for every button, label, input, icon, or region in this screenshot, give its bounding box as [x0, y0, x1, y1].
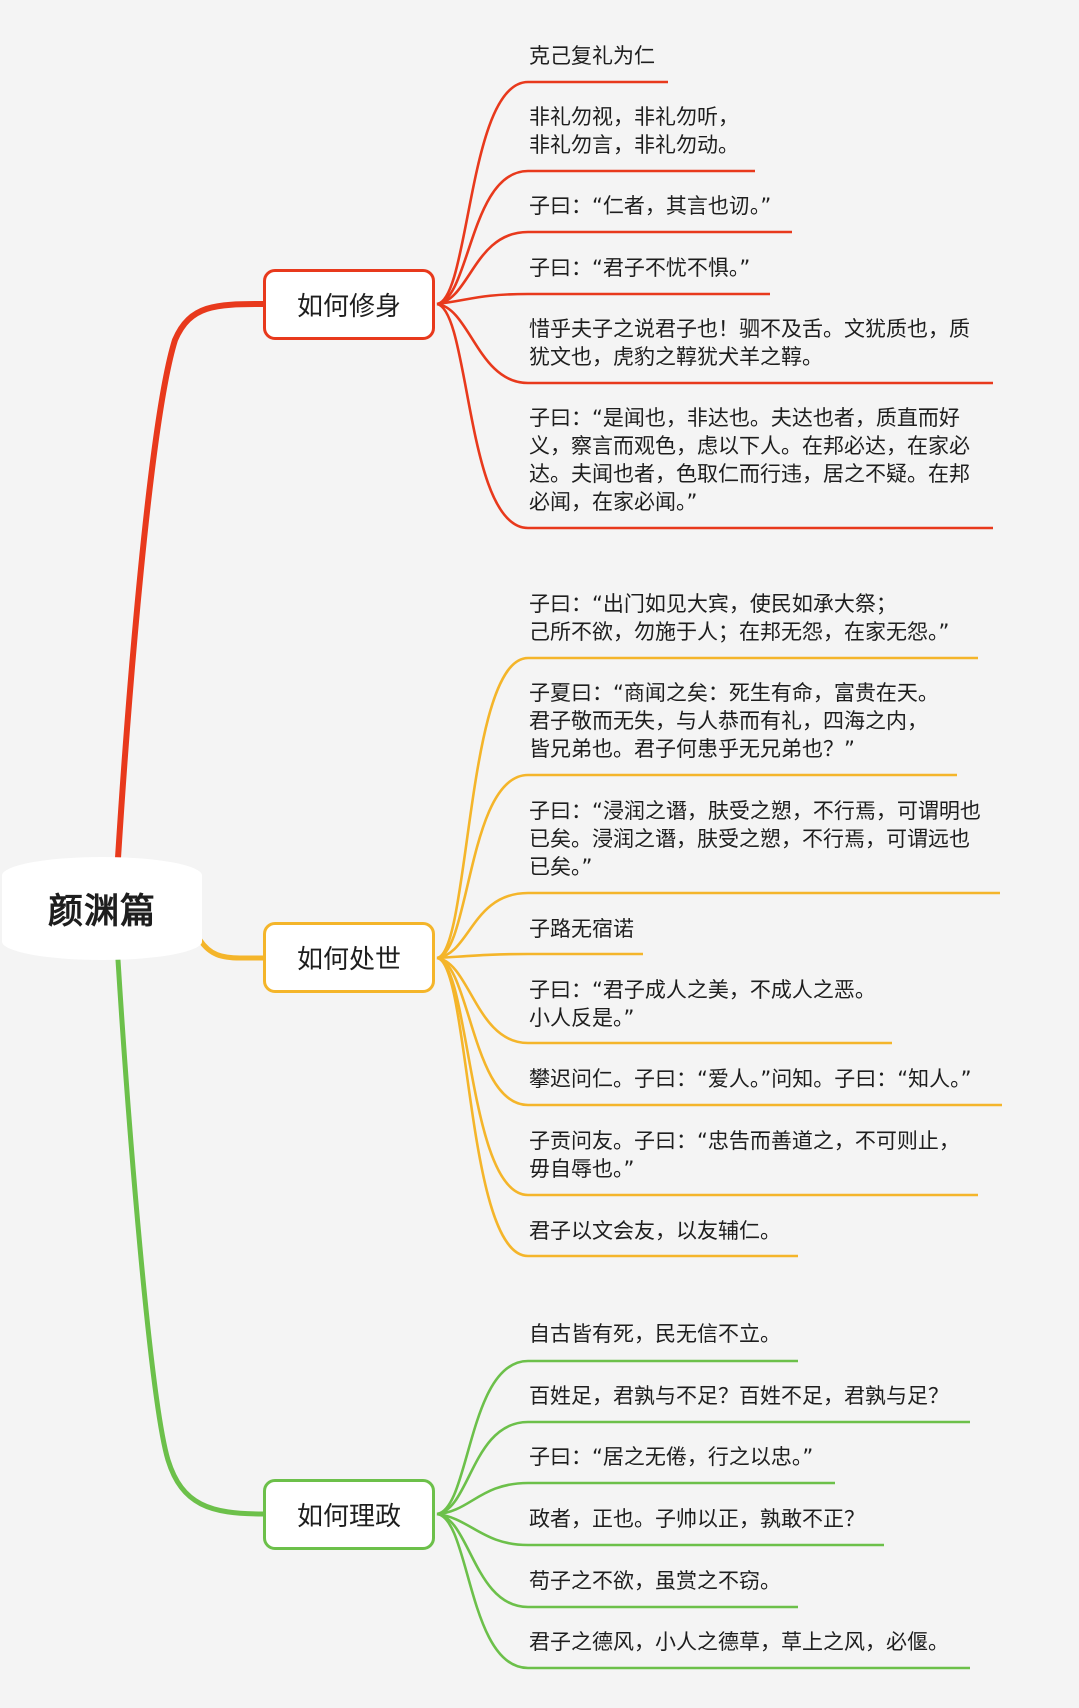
root-label: 颜渊篇: [47, 892, 156, 932]
leaf-node[interactable]: 百姓足，君孰与不足？百姓不足，君孰与足？: [529, 1384, 949, 1408]
leaf-node[interactable]: 子贡问友。子曰：“忠告而善道之，不可则止， 毋自辱也。”: [529, 1129, 960, 1181]
leaf-node[interactable]: 君子以文会友，以友辅仁。: [529, 1219, 781, 1243]
leaf-node[interactable]: 克己复礼为仁: [529, 44, 655, 68]
trunk-green: [115, 957, 266, 1517]
leaf-node[interactable]: 子曰：“君子不忧不惧。”: [529, 256, 751, 280]
trunk-yellow: [197, 937, 266, 961]
leaf-node[interactable]: 惜乎夫子之说君子也！驷不及舌。文犹质也，质 犹文也，虎豹之鞟犹犬羊之鞟。: [529, 317, 970, 369]
root-node[interactable]: 颜渊篇: [2, 857, 202, 960]
branch-label: 如何理政: [296, 1502, 401, 1532]
branch-node-conduct[interactable]: 如何处世: [263, 922, 435, 993]
leaf-node[interactable]: 子曰：“出门如见大宾，使民如承大祭； 己所不欲，勿施于人；在邦无怨，在家无怨。”: [529, 592, 950, 644]
leaf-node[interactable]: 子曰：“君子成人之美，不成人之恶。 小人反是。”: [529, 978, 876, 1030]
leaf-node[interactable]: 子路无宿诺: [529, 917, 634, 941]
leaf-node[interactable]: 自古皆有死，民无信不立。: [529, 1322, 781, 1346]
leaf-node[interactable]: 攀迟问仁。子曰：“爱人。”问知。子曰：“知人。”: [529, 1067, 972, 1091]
branch-label: 如何修身: [296, 292, 401, 322]
trunk-red: [115, 301, 266, 861]
leaf-node[interactable]: 子曰：“仁者，其言也讱。”: [529, 194, 772, 218]
leaf-node[interactable]: 君子之德风，小人之德草，草上之风，必偃。: [529, 1630, 949, 1654]
leaf-node[interactable]: 子曰：“是闻也，非达也。夫达也者，质直而好 义，察言而观色，虑以下人。在邦必达，…: [529, 406, 970, 514]
branch-node-governance[interactable]: 如何理政: [263, 1479, 435, 1550]
leaf-node[interactable]: 子曰：“居之无倦，行之以忠。”: [529, 1445, 814, 1469]
leaf-node[interactable]: 非礼勿视，非礼勿听， 非礼勿言，非礼勿动。: [529, 105, 739, 157]
branch-label: 如何处世: [296, 945, 401, 975]
leaf-node[interactable]: 子夏曰：“商闻之矣：死生有命，富贵在天。 君子敬而无失，与人恭而有礼，四海之内，…: [529, 681, 939, 761]
leaf-node[interactable]: 苟子之不欲，虽赏之不窃。: [529, 1569, 781, 1593]
leaf-node[interactable]: 政者，正也。子帅以正，孰敢不正？: [529, 1507, 865, 1531]
branch-node-self-cultivation[interactable]: 如何修身: [263, 269, 435, 340]
leaf-node[interactable]: 子曰：“浸润之谮，肤受之愬，不行焉，可谓明也 已矣。浸润之谮，肤受之愬，不行焉，…: [529, 799, 981, 879]
